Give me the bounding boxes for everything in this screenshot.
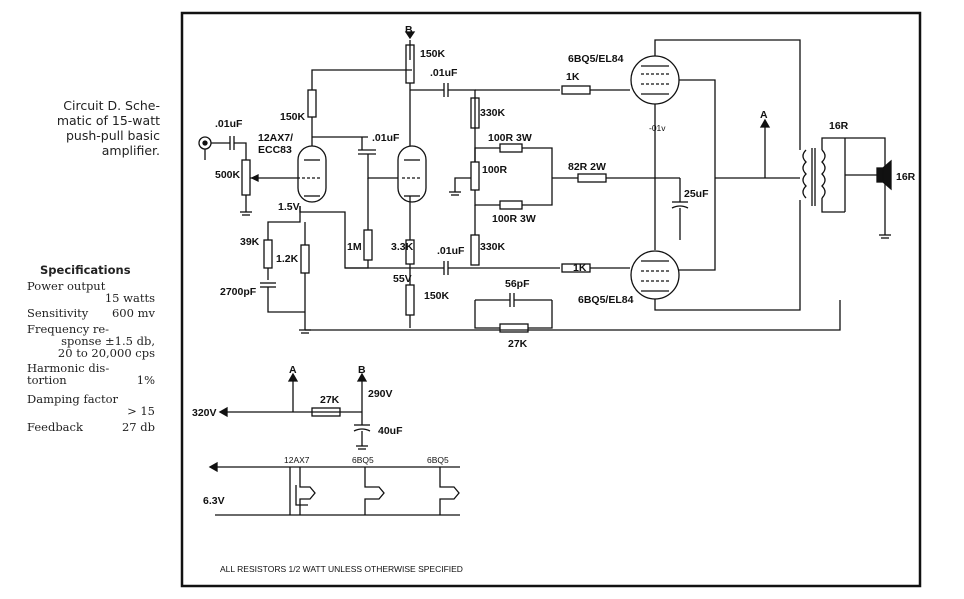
label-1-2k: 1.2K	[276, 253, 299, 265]
resistor-82r-2w	[577, 173, 607, 183]
speaker-icon	[876, 159, 892, 191]
input-jack	[198, 136, 247, 160]
label-1-5v: 1.5V	[278, 201, 300, 213]
label-320v: 320V	[192, 407, 217, 419]
resistor-27k-ps	[311, 407, 341, 417]
tube-12ax7	[297, 145, 327, 203]
label-heater-6bq5-a: 6BQ5	[352, 455, 374, 465]
figure-caption: Circuit D. Sche- matic of 15-watt push-p…	[20, 98, 160, 158]
label-heater-6bq5-b: 6BQ5	[427, 455, 449, 465]
label-150k-pre: 150K	[280, 111, 306, 123]
spec-name: Damping factor	[27, 392, 119, 406]
schematic-frame	[180, 11, 922, 588]
tube-6bq5-bot	[630, 250, 680, 300]
specs-title: Specifications	[40, 263, 131, 277]
label-150k-bot: 150K	[424, 290, 450, 302]
label-330k-top: 330K	[480, 107, 506, 119]
label-c01-in: .01uF	[215, 118, 243, 130]
label-16r-top: 16R	[829, 120, 849, 132]
label-c01-bot: .01uF	[437, 245, 465, 257]
resistor-100r-3w-top	[499, 143, 523, 153]
label-1k-top: 1K	[566, 71, 580, 83]
label-c01-top: .01uF	[430, 67, 458, 79]
label-330k-bot: 330K	[480, 241, 506, 253]
spec-name: Harmonic dis-	[27, 361, 110, 375]
label-55v: 55V	[393, 273, 412, 285]
spec-name: tortion	[27, 373, 67, 387]
caption-line: Circuit D. Sche-	[63, 98, 160, 113]
output-transformer	[802, 148, 826, 206]
spec-value: 15 watts	[104, 291, 155, 305]
label-tube-pre: 12AX7/	[258, 132, 293, 144]
spec-row: Damping factor > 15	[27, 393, 155, 417]
spec-row: Sensitivity 600 mv	[27, 307, 155, 319]
tube-12ax7-b	[397, 145, 427, 203]
label-56pf: 56pF	[505, 278, 530, 290]
resistor-330k-bot	[470, 234, 480, 266]
label-2700pf: 2700pF	[220, 286, 257, 298]
label-tube-pre2: ECC83	[258, 144, 292, 156]
label-290v: 290V	[368, 388, 393, 400]
spec-name: Frequency re-	[27, 322, 110, 336]
label-100r: 100R	[482, 164, 508, 176]
spec-row: Feedback 27 db	[27, 421, 155, 433]
label-node-a: A	[760, 109, 768, 121]
label-ps-a: A	[289, 364, 297, 376]
pot-500k	[240, 159, 300, 216]
resistor-150k-bot	[405, 284, 415, 316]
spec-name: Feedback	[27, 420, 83, 434]
resistor-1k-top	[561, 85, 591, 95]
resistor-330k-top	[470, 97, 480, 129]
resistor-1-2k	[300, 244, 310, 274]
label-ps-b: B	[358, 364, 366, 376]
label-minus01: -01v	[649, 123, 666, 133]
spec-value: 600 mv	[111, 306, 155, 320]
caption-line: amplifier.	[101, 143, 160, 158]
label-c01-mid: .01uF	[372, 132, 400, 144]
spec-row: Frequency re- sponse ±1.5 db, 20 to 20,0…	[27, 323, 155, 359]
label-3-3k: 3.3K	[391, 241, 414, 253]
spec-value: 1%	[136, 373, 155, 387]
spec-name: Sensitivity	[27, 306, 89, 320]
spec-name: Power output	[27, 279, 106, 293]
caption-line: matic of 15-watt	[56, 113, 160, 128]
label-82r: 82R 2W	[568, 161, 606, 173]
spec-row: Harmonic dis- tortion 1%	[27, 362, 155, 386]
resistor-note: ALL RESISTORS 1/2 WATT UNLESS OTHERWISE …	[220, 564, 463, 574]
spec-value: sponse ±1.5 db,	[61, 334, 155, 348]
label-27k-fb: 27K	[508, 338, 528, 350]
label-heater-12ax7: 12AX7	[284, 455, 310, 465]
label-150k-top: 150K	[420, 48, 446, 60]
caption-line: push-pull basic	[65, 128, 160, 143]
label-tube-out-bot: 6BQ5/EL84	[578, 294, 634, 306]
label-b-top: B	[405, 24, 413, 36]
label-40uf: 40uF	[378, 425, 403, 437]
resistor-27k-fb	[499, 323, 529, 333]
label-100r3w-top: 100R 3W	[488, 132, 532, 144]
resistor-150k-pre	[307, 89, 317, 118]
spec-row: Power output 15 watts	[27, 280, 155, 304]
label-16r-spk: 16R	[896, 171, 916, 183]
tube-6bq5-top	[630, 55, 680, 105]
resistor-39k	[263, 239, 273, 269]
resistor-100r-3w-bot	[499, 200, 523, 210]
pot-100r	[470, 161, 480, 191]
spec-value: 20 to 20,000 cps	[57, 346, 155, 360]
label-39k: 39K	[240, 236, 260, 248]
label-1k-bot: 1K	[573, 262, 587, 274]
spec-value: > 15	[127, 404, 155, 418]
label-6-3v: 6.3V	[203, 495, 225, 507]
label-25uf: 25uF	[684, 188, 709, 200]
label-27k-ps: 27K	[320, 394, 340, 406]
label-500k: 500K	[215, 169, 241, 181]
label-100r3w-bot: 100R 3W	[492, 213, 536, 225]
resistor-1m	[363, 229, 373, 261]
label-tube-out: 6BQ5/EL84	[568, 53, 624, 65]
spec-value: 27 db	[121, 420, 155, 434]
label-1m: 1M	[347, 241, 362, 253]
